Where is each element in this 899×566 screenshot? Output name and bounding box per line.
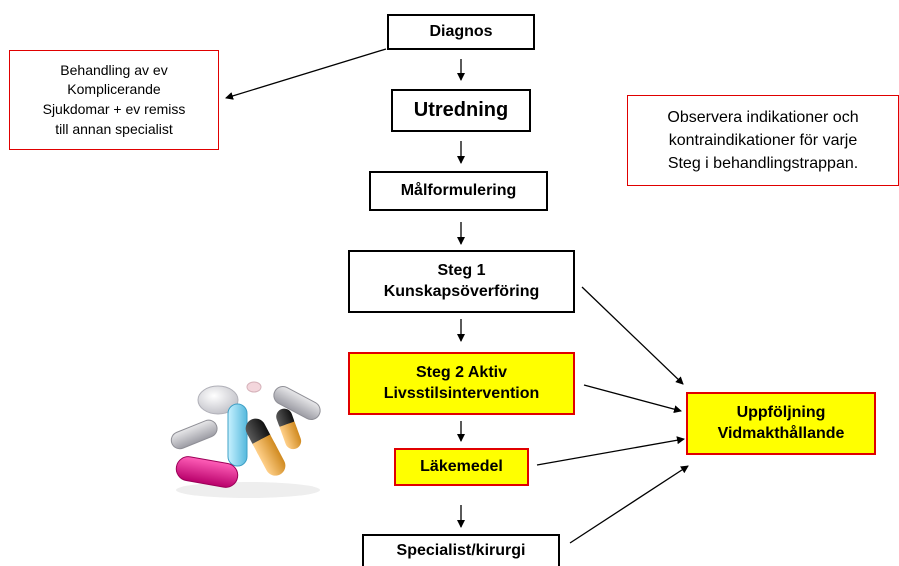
small-tablet-icon — [246, 381, 262, 393]
white-tablet-icon — [197, 385, 239, 415]
specialist-label: Specialist/kirurgi — [396, 542, 526, 559]
observera-note: Observera indikationer och kontraindikat… — [627, 95, 899, 186]
steg1-label: Steg 1 Kunskapsöverföring — [383, 261, 540, 300]
lakemedel-box: Läkemedel — [394, 448, 529, 486]
behandling-label: Behandling av ev Komplicerande Sjukdomar… — [42, 61, 186, 137]
arrow-lakemedel-uppfoljning — [536, 436, 685, 466]
blue-capsule-icon — [227, 403, 248, 467]
grey-capsule-icon — [273, 385, 321, 421]
diagnos-label: Diagnos — [429, 23, 493, 40]
orange-capsule-small-icon — [276, 408, 302, 450]
arrow-steg1-uppfoljning — [581, 286, 684, 385]
steg2-label: Steg 2 Aktiv Livsstilsintervention — [383, 363, 540, 402]
behandling-note: Behandling av ev Komplicerande Sjukdomar… — [9, 50, 219, 150]
pills-illustration — [170, 381, 321, 498]
steg1-box: Steg 1 Kunskapsöverföring — [348, 250, 575, 313]
uppfoljning-box: Uppföljning Vidmakthållande — [686, 392, 876, 455]
pink-capsule-icon — [175, 456, 239, 488]
grey-capsule-left-icon — [170, 419, 218, 450]
orange-capsule-icon — [245, 418, 286, 476]
specialist-box: Specialist/kirurgi — [362, 534, 560, 566]
malformulering-label: Målformulering — [400, 182, 517, 199]
steg2-box: Steg 2 Aktiv Livsstilsintervention — [348, 352, 575, 415]
arrow-specialist-uppfoljning — [569, 465, 689, 544]
diagnos-box: Diagnos — [387, 14, 535, 50]
malformulering-box: Målformulering — [369, 171, 548, 211]
uppfoljning-label: Uppföljning Vidmakthållande — [717, 403, 845, 442]
utredning-label: Utredning — [413, 99, 509, 121]
arrow-steg2-uppfoljning — [583, 384, 682, 414]
arrow-diagnos-behandling — [225, 48, 387, 100]
observera-label: Observera indikationer och kontraindikat… — [667, 108, 859, 173]
utredning-box: Utredning — [391, 89, 531, 132]
lakemedel-label: Läkemedel — [420, 458, 503, 475]
